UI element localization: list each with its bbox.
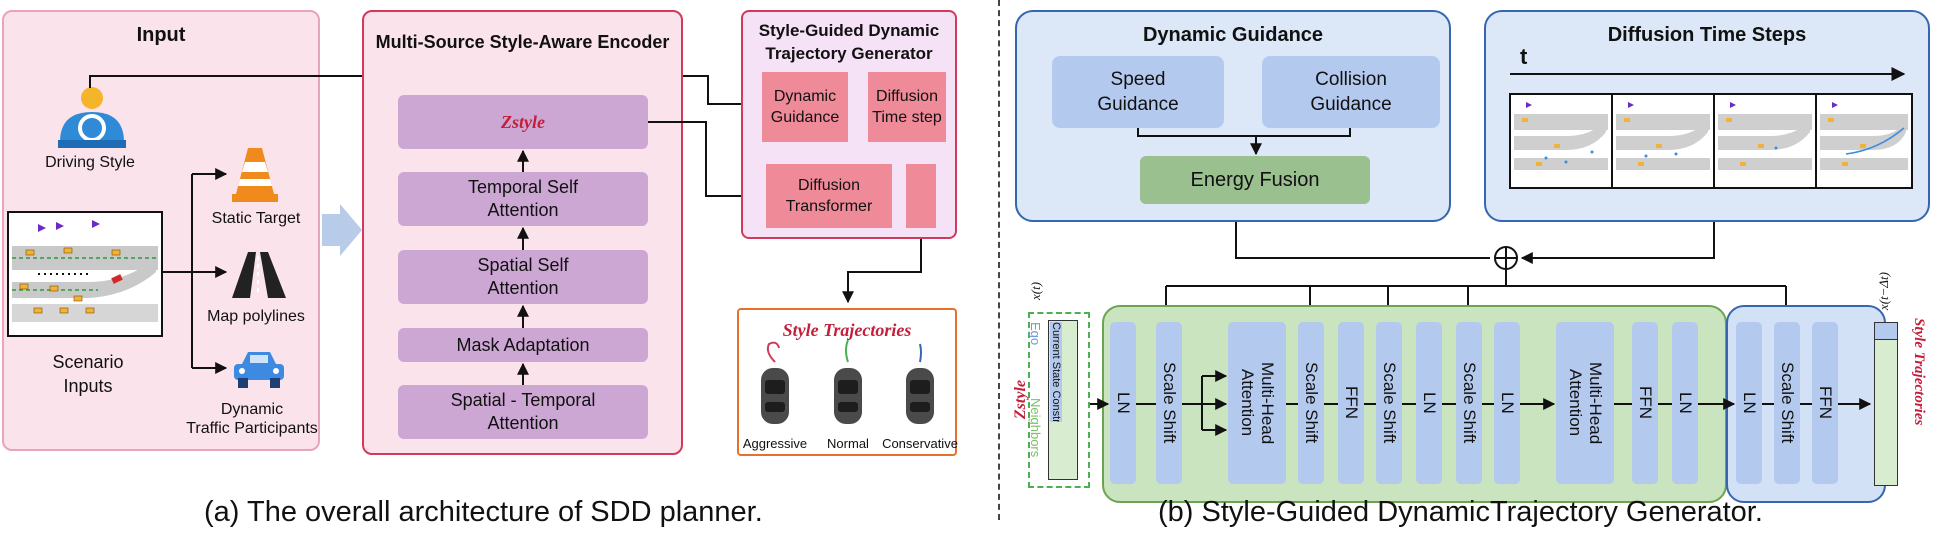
dynamic-guidance-title: Dynamic Guidance: [1142, 23, 1324, 46]
block-label: Multi-Head Attention: [1238, 361, 1277, 445]
style-trajectories-side-label: Style Trajectories: [1911, 318, 1927, 426]
car-topview-icon: [761, 341, 789, 424]
ln-block: LN: [1672, 322, 1698, 484]
road-icon: [232, 252, 286, 298]
current-state-constraint-label: Current State Constraint: [1050, 322, 1062, 422]
block-label: LN: [1498, 392, 1517, 414]
diffusion-time-step-block: Diffusion Time step: [868, 72, 946, 142]
spatial-temporal-attention-block: Spatial - Temporal Attention: [398, 385, 648, 439]
ln-block: LN: [1494, 322, 1520, 484]
speed-guidance-block: Speed Guidance: [1052, 56, 1224, 128]
ego-label: Ego: [1028, 322, 1043, 346]
block-label: FFN: [1816, 386, 1835, 420]
car-icon: [234, 352, 284, 388]
block-label: LN: [1114, 392, 1133, 414]
car-topview-icon: [834, 339, 862, 424]
scale-shift-block: Scale Shift: [1774, 322, 1800, 484]
block-label: LN: [1740, 392, 1759, 414]
input-title: Input: [136, 23, 186, 46]
ffn-block: FFN: [1812, 322, 1838, 484]
static-target-label: Static Target: [211, 210, 301, 227]
map-polylines-label: Map polylines: [207, 308, 305, 325]
ln-block: LN: [1110, 322, 1136, 484]
driver-icon: [58, 87, 126, 148]
temporal-self-attention-block: Temporal Self Attention: [398, 172, 648, 226]
scale-shift-block: Scale Shift: [1376, 322, 1402, 484]
block-label: Scale Shift: [1778, 362, 1797, 444]
block-label: Scale Shift: [1380, 362, 1399, 444]
caption-a: (a) The overall architecture of SDD plan…: [204, 496, 763, 528]
multi-head-attention-block: Multi-Head Attention: [1556, 322, 1614, 484]
output-ego-row: [1875, 323, 1897, 340]
energy-fusion-block: Energy Fusion: [1140, 156, 1370, 204]
mask-adaptation-block: Mask Adaptation: [398, 328, 648, 362]
aggressive-label: Aggressive: [742, 436, 808, 451]
spatial-self-attention-block: Spatial Self Attention: [398, 250, 648, 304]
diffusion-time-steps-title: Diffusion Time Steps: [1607, 23, 1807, 46]
input-stack-frame: [1028, 312, 1090, 488]
block-label: LN: [1676, 392, 1695, 414]
block-label: Scale Shift: [1460, 362, 1479, 444]
ln-block: LN: [1416, 322, 1442, 484]
conservative-label: Conservative: [882, 436, 958, 451]
diffusion-time-frames: [1509, 67, 1913, 189]
style-trajectories-title: Style Trajectories: [782, 319, 912, 340]
neighbors-label: Neighbors: [1028, 398, 1043, 458]
generator-title: Style-Guided Dynamic Trajectory Generato…: [758, 21, 940, 63]
scale-shift-block: Scale Shift: [1156, 322, 1182, 484]
output-stack: [1874, 322, 1898, 486]
block-label: Scale Shift: [1302, 362, 1321, 444]
encoder-title: Multi-Source Style-Aware Encoder: [375, 31, 670, 52]
block-label: Multi-Head Attention: [1566, 361, 1605, 445]
block-label: LN: [1420, 392, 1439, 414]
block-label: Scale Shift: [1160, 362, 1179, 444]
dynamic-guidance-block: Dynamic Guidance: [762, 72, 848, 142]
collision-guidance-block: Collision Guidance: [1262, 56, 1440, 128]
multi-head-attention-block: Multi-Head Attention: [1228, 322, 1286, 484]
traffic-cone-icon: [232, 148, 278, 202]
scale-shift-block: Scale Shift: [1456, 322, 1482, 484]
scenario-inputs-label: Scenario Inputs: [52, 352, 124, 396]
block-label: FFN: [1636, 386, 1655, 420]
scale-shift-block: Scale Shift: [1298, 322, 1324, 484]
zstyle-block: Zstyle: [398, 95, 648, 149]
block-label: FFN: [1342, 386, 1361, 420]
time-axis-label: t: [1520, 44, 1528, 69]
car-topview-icon: [906, 343, 934, 424]
ffn-block: FFN: [1632, 322, 1658, 484]
driving-style-label: Driving Style: [45, 154, 135, 171]
panel-divider: [998, 0, 1000, 520]
caption-b: (b) Style-Guided DynamicTrajectory Gener…: [1158, 496, 1763, 528]
scenario-map-icon: [7, 211, 163, 337]
ffn-block: FFN: [1338, 322, 1364, 484]
normal-label: Normal: [827, 436, 869, 451]
ln-block: LN: [1736, 322, 1762, 484]
diffusion-transformer-block: Diffusion Transformer: [766, 164, 892, 228]
output-block: [906, 164, 936, 228]
dynamic-traffic-label: Dynamic Traffic Participants: [186, 401, 318, 437]
x-t-minus-label: x(t−Δt): [1876, 272, 1891, 311]
